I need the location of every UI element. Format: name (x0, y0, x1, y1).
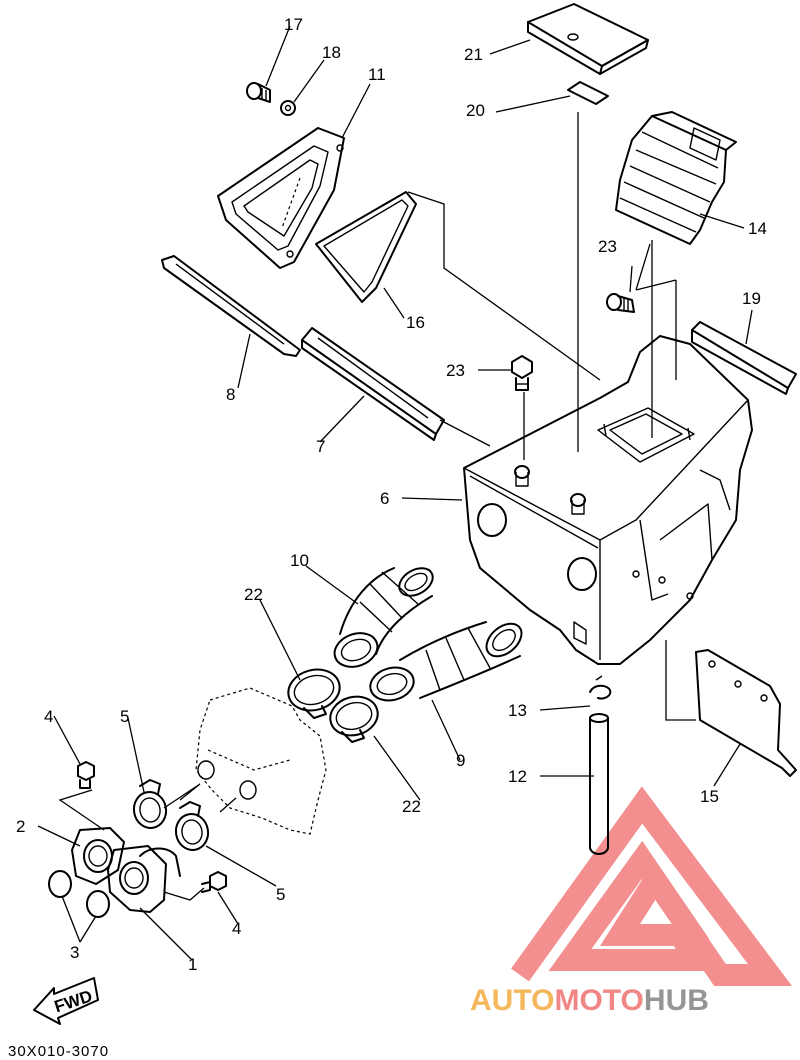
part-5-clamp-right (174, 801, 210, 851)
label-15: 15 (700, 787, 719, 806)
part-6-air-box (463, 335, 753, 665)
label-6: 6 (380, 489, 389, 508)
part-19-seal-strip (691, 321, 797, 395)
fwd-arrow: FWD (33, 977, 99, 1025)
part-9-joint-hose (369, 621, 523, 702)
watermark-auto: AUTO (470, 984, 554, 1017)
label-22-left: 22 (244, 585, 263, 604)
part-1-carb-joint (107, 845, 181, 913)
part-11-filter-cover (217, 127, 345, 269)
part-8-plate (161, 255, 301, 357)
watermark-hub: HUB (644, 984, 709, 1017)
part-5-clamp-left (132, 779, 168, 829)
label-18: 18 (322, 43, 341, 62)
diagram-code: 30X010-3070 (8, 1043, 109, 1060)
label-1: 1 (188, 955, 197, 974)
label-14: 14 (748, 219, 767, 238)
part-23-bolt-upper (606, 293, 635, 313)
label-3: 3 (70, 943, 79, 962)
part-22-clamp-left (287, 668, 341, 719)
part-18-washer (280, 100, 296, 116)
leader-lines (37, 25, 753, 961)
part-20-pad (567, 81, 609, 105)
part-23-bolt-lower (511, 355, 533, 391)
part-15-side-plate (695, 649, 797, 777)
part-labels: 17 18 11 21 20 14 23 19 16 23 8 7 6 10 2… (16, 15, 767, 974)
part-16-gasket (315, 191, 417, 303)
part-13-clip (589, 675, 612, 700)
part-4-bolt-lower (201, 871, 227, 893)
label-4-upper: 4 (44, 707, 53, 726)
label-20: 20 (466, 101, 485, 120)
label-10: 10 (290, 551, 309, 570)
label-22-right: 22 (402, 797, 421, 816)
label-23-upper: 23 (598, 237, 617, 256)
label-5-lower: 5 (276, 885, 285, 904)
watermark-moto: MOTO (554, 984, 643, 1017)
part-4-bolt-upper (77, 761, 95, 789)
part-21-cover-plate (527, 3, 649, 75)
carburetor-outline (195, 687, 327, 835)
part-7-filter-element (301, 327, 445, 441)
label-23-lower: 23 (446, 361, 465, 380)
part-14-intake-boot (615, 111, 737, 245)
label-9: 9 (456, 751, 465, 770)
label-21: 21 (464, 45, 483, 64)
part-2-carb-joint (71, 827, 125, 885)
label-13: 13 (508, 701, 527, 720)
watermark-text: AUTOMOTOHUB (470, 984, 709, 1017)
label-8: 8 (226, 385, 235, 404)
part-12-drain-hose (589, 713, 609, 855)
label-11: 11 (368, 65, 386, 84)
label-16: 16 (406, 313, 425, 332)
watermark-logo (511, 786, 793, 986)
part-3-o-rings (48, 870, 110, 918)
label-5-upper: 5 (120, 707, 129, 726)
label-7: 7 (316, 437, 325, 456)
part-22-clamp-right (329, 695, 379, 743)
label-4-lower: 4 (232, 919, 241, 938)
label-17: 17 (284, 15, 303, 34)
part-10-joint-hose (333, 567, 434, 668)
label-2: 2 (16, 817, 25, 836)
label-19: 19 (742, 289, 761, 308)
label-12: 12 (508, 767, 527, 786)
part-17-bolt (246, 82, 271, 103)
svg-text:AUTOMOTOHUB: AUTOMOTOHUB (470, 984, 709, 1017)
